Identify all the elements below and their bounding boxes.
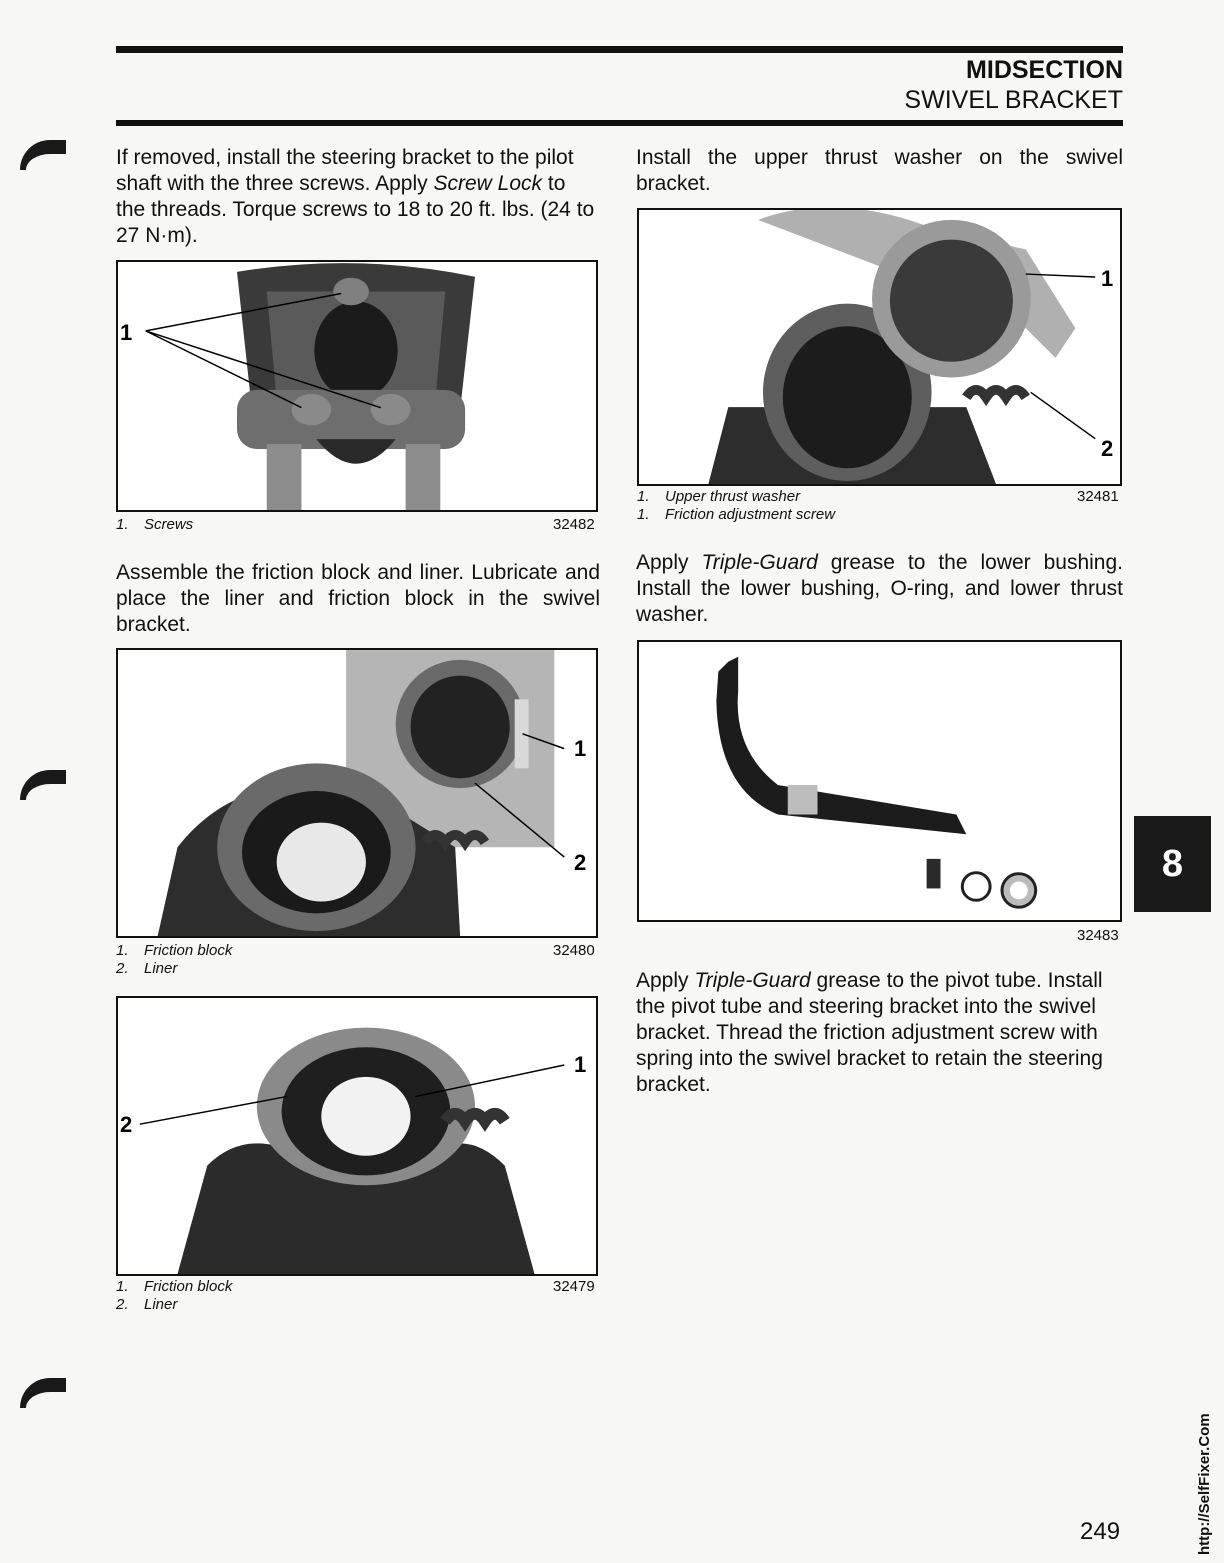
- subsection-title: SWIVEL BRACKET: [904, 86, 1123, 114]
- binder-mark: [20, 140, 66, 170]
- header-rule-top: [116, 46, 1123, 53]
- binder-mark: [20, 1378, 66, 1408]
- caption-upper-thrust-washer: 1.Upper thrust washer 1.Friction adjustm…: [637, 488, 835, 524]
- caption-item: 1.Friction block: [116, 942, 233, 959]
- callout-2: 2: [574, 850, 587, 875]
- caption-item: 1.Friction adjustment screw: [637, 506, 836, 523]
- caption-friction-block-liner-1: 1.Friction block 2.Liner: [116, 942, 232, 978]
- callout-1: 1: [1101, 266, 1114, 291]
- friction-block-liner-photo: [118, 998, 596, 1274]
- caption-item: 2.Liner: [116, 960, 178, 977]
- header-rule-bottom: [116, 120, 1123, 126]
- left-paragraph-2: Assemble the friction block and liner. L…: [116, 561, 600, 636]
- figure-friction-block-liner-2: 1 2: [116, 996, 598, 1276]
- caption-friction-block-liner-2: 1.Friction block 2.Liner: [116, 1278, 232, 1314]
- callout-1: 1: [120, 320, 133, 345]
- friction-block-photo: [118, 650, 596, 936]
- figure-pivot-tube-parts: [637, 640, 1122, 922]
- section-title: MIDSECTION: [966, 56, 1123, 84]
- figure-number: 32482: [553, 516, 595, 533]
- caption-item: 1.Upper thrust washer: [637, 488, 801, 505]
- binder-mark: [20, 770, 66, 800]
- caption-item: 2.Liner: [116, 1296, 178, 1313]
- figure-upper-thrust-washer: 1 2: [637, 208, 1122, 486]
- figure-screws: 1: [116, 260, 598, 512]
- right-paragraph-2: Apply Triple-Guard grease to the lower b…: [636, 551, 1123, 626]
- callout-1: 1: [574, 736, 587, 761]
- callout-2: 2: [1101, 436, 1114, 461]
- caption-screws: 1.Screws: [116, 516, 193, 534]
- figure-number: 32479: [553, 1278, 595, 1295]
- site-url: http://SelfFixer.Com: [1196, 1413, 1213, 1555]
- figure-number: 32481: [1077, 488, 1119, 505]
- thrust-washer-photo: [639, 210, 1120, 484]
- caption-item: 1.Screws: [116, 516, 194, 533]
- figure-number: 32483: [1077, 927, 1119, 944]
- right-paragraph-1: Install the upper thrust washer on the s…: [636, 146, 1123, 195]
- callout-2: 2: [120, 1112, 133, 1137]
- right-paragraph-3: Apply Triple-Guard grease to the pivot t…: [636, 969, 1103, 1096]
- caption-item: 1.Friction block: [116, 1278, 233, 1295]
- callout-1: 1: [574, 1052, 587, 1077]
- figure-friction-block-liner-1: 1 2: [116, 648, 598, 938]
- screws-photo: [118, 262, 596, 510]
- pivot-tube-photo: [639, 642, 1120, 920]
- page-number: 249: [1080, 1518, 1121, 1545]
- figure-number: 32480: [553, 942, 595, 959]
- left-paragraph-1: If removed, install the steering bracket…: [116, 146, 595, 247]
- chapter-tab: 8: [1134, 816, 1211, 912]
